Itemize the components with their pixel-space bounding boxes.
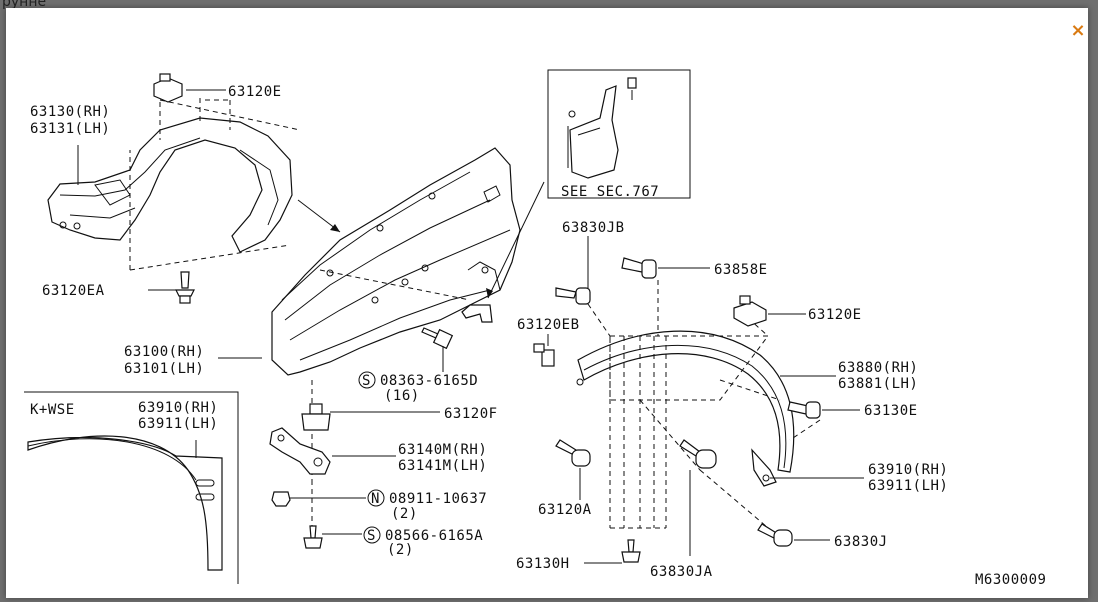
clip-63130H xyxy=(621,539,641,563)
n-prefix: N xyxy=(371,491,380,507)
inset-label-rh: 63910(RH) xyxy=(138,400,218,416)
label-63910-rh: 63910(RH) xyxy=(868,462,948,478)
clip-63120EA xyxy=(175,271,195,304)
label-08911-qty: (2) xyxy=(391,506,418,522)
label-63130H: 63130H xyxy=(516,556,570,572)
callout-text: SEE SEC.767 xyxy=(561,184,659,200)
label-63830JB: 63830JB xyxy=(562,220,625,236)
label-63830J: 63830J xyxy=(834,534,888,550)
diagram-code: M6300009 xyxy=(975,572,1046,588)
label-63120A: 63120A xyxy=(538,502,592,518)
label-63830JA: 63830JA xyxy=(650,564,713,580)
label-63101-lh: 63101(LH) xyxy=(124,361,204,377)
label-63120EA: 63120EA xyxy=(42,283,105,299)
label-08566: 08566-6165A xyxy=(385,528,483,544)
mudguard-drawing xyxy=(568,77,637,179)
label-63880-rh: 63880(RH) xyxy=(838,360,918,376)
clip-63120E-right xyxy=(733,295,767,327)
label-08911: 08911-10637 xyxy=(389,491,487,507)
label-63100-rh: 63100(RH) xyxy=(124,344,204,360)
label-63120F: 63120F xyxy=(444,406,498,422)
clip-63858E xyxy=(621,257,657,279)
bracket-63140M xyxy=(269,427,331,475)
front-fender-drawing xyxy=(271,147,521,376)
background-page-title: рунне xyxy=(2,0,47,10)
label-63130-rh: 63130(RH) xyxy=(30,104,110,120)
parts-diagram: 63120E 63130(RH) 63131(LH) 63120EA 63100… xyxy=(24,69,1046,588)
s-prefix-1: S xyxy=(362,373,371,389)
callout-box xyxy=(547,69,691,199)
label-08363: 08363-6165D xyxy=(380,373,478,389)
clip-63120E-top xyxy=(153,73,183,103)
label-08363-qty: (16) xyxy=(384,388,420,404)
close-icon[interactable]: × xyxy=(1070,20,1086,41)
clip-63830JA xyxy=(679,439,717,469)
s-prefix-2: S xyxy=(367,528,376,544)
inset-box xyxy=(24,391,239,584)
clip-63130E xyxy=(787,401,821,419)
label-63120EB: 63120EB xyxy=(517,317,580,333)
arch-molding-drawing xyxy=(576,330,795,487)
inset-arch-drawing xyxy=(27,435,223,571)
label-08566-qty: (2) xyxy=(387,542,414,558)
label-63120E-right: 63120E xyxy=(808,307,862,323)
screw-08566 xyxy=(303,525,323,549)
s-circle-icon xyxy=(358,371,376,389)
label-63131-lh: 63131(LH) xyxy=(30,121,110,137)
label-63120E-top: 63120E xyxy=(228,84,282,100)
clip-63120F xyxy=(301,403,331,431)
label-63911-lh: 63911(LH) xyxy=(868,478,948,494)
label-63858E: 63858E xyxy=(714,262,768,278)
fender-liner-drawing xyxy=(47,117,293,253)
label-63140M-rh: 63140M(RH) xyxy=(398,442,487,458)
clip-63830JB xyxy=(555,287,591,305)
bolt-08363 xyxy=(421,327,454,350)
label-63141M-lh: 63141M(LH) xyxy=(398,458,487,474)
label-63130E: 63130E xyxy=(864,403,918,419)
clip-63120EB xyxy=(533,343,555,367)
label-63881-lh: 63881(LH) xyxy=(838,376,918,392)
s-circle-icon-2 xyxy=(363,526,381,544)
n-circle-icon xyxy=(367,489,385,507)
clip-63830J xyxy=(757,523,793,547)
inset-title: K+WSE xyxy=(30,402,75,418)
clip-63120A xyxy=(555,439,591,467)
inset-label-lh: 63911(LH) xyxy=(138,416,218,432)
parts-diagram-modal: × xyxy=(6,8,1088,598)
